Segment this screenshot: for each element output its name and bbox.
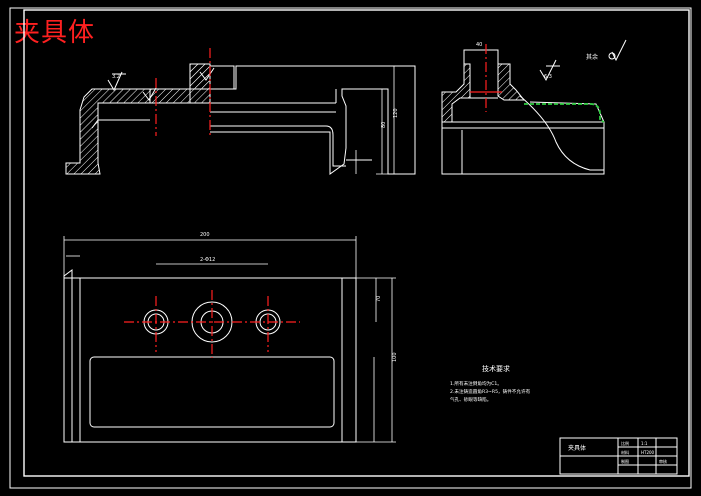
plan-view (63, 236, 396, 443)
tech-req-line1: 1.所有未注倒角均为C1。 (450, 380, 502, 387)
dim-top-width: 200 (200, 232, 210, 238)
dim-height-a: 80 (381, 122, 387, 128)
tech-req-title: 技术要求 (482, 364, 510, 373)
hidden-line (524, 103, 605, 123)
plan-center-lines (124, 290, 300, 358)
title-block-c3: 材料 (621, 449, 629, 455)
front-center-lines (155, 48, 211, 136)
title-block-c6: 审核 (659, 458, 667, 464)
title-block-c4: HT200 (641, 450, 655, 455)
inner-border (23, 9, 690, 477)
title-block-c2: 1:1 (641, 441, 648, 446)
title-block-name: 夹具体 (568, 444, 586, 452)
title-block (559, 437, 678, 475)
hatched-wall-left (65, 88, 151, 175)
dim-height-b: 120 (393, 108, 399, 118)
hatched-side-left (441, 63, 471, 123)
surface-note: 其余 (586, 53, 598, 61)
side-ra-label: 6.3 (544, 74, 552, 80)
dim-side-width: 40 (476, 42, 482, 48)
hatched-side-right (497, 63, 526, 101)
title-block-c1: 比例 (621, 440, 629, 446)
outer-border (9, 7, 692, 489)
title-block-c5: 制图 (621, 458, 629, 464)
side-center-lines (470, 44, 502, 112)
watermark-title: 夹具体 (14, 18, 96, 48)
dim-right-h1: 70 (376, 296, 382, 302)
dim-right-h2: 100 (392, 352, 398, 362)
tech-req-line2: 2.未注铸造圆角R3~R5，铸件不允许有 (450, 388, 531, 395)
dim-hole-spacing: 2-Φ12 (200, 257, 215, 263)
front-ra-label: 3.2 (112, 74, 120, 80)
front-view (65, 63, 416, 175)
tech-requirements: 技术要求 1.所有未注倒角均为C1。 2.未注铸造圆角R3~R5，铸件不允许有 … (450, 364, 531, 403)
tech-req-line3: 气孔、砂眼等缺陷。 (450, 396, 491, 403)
